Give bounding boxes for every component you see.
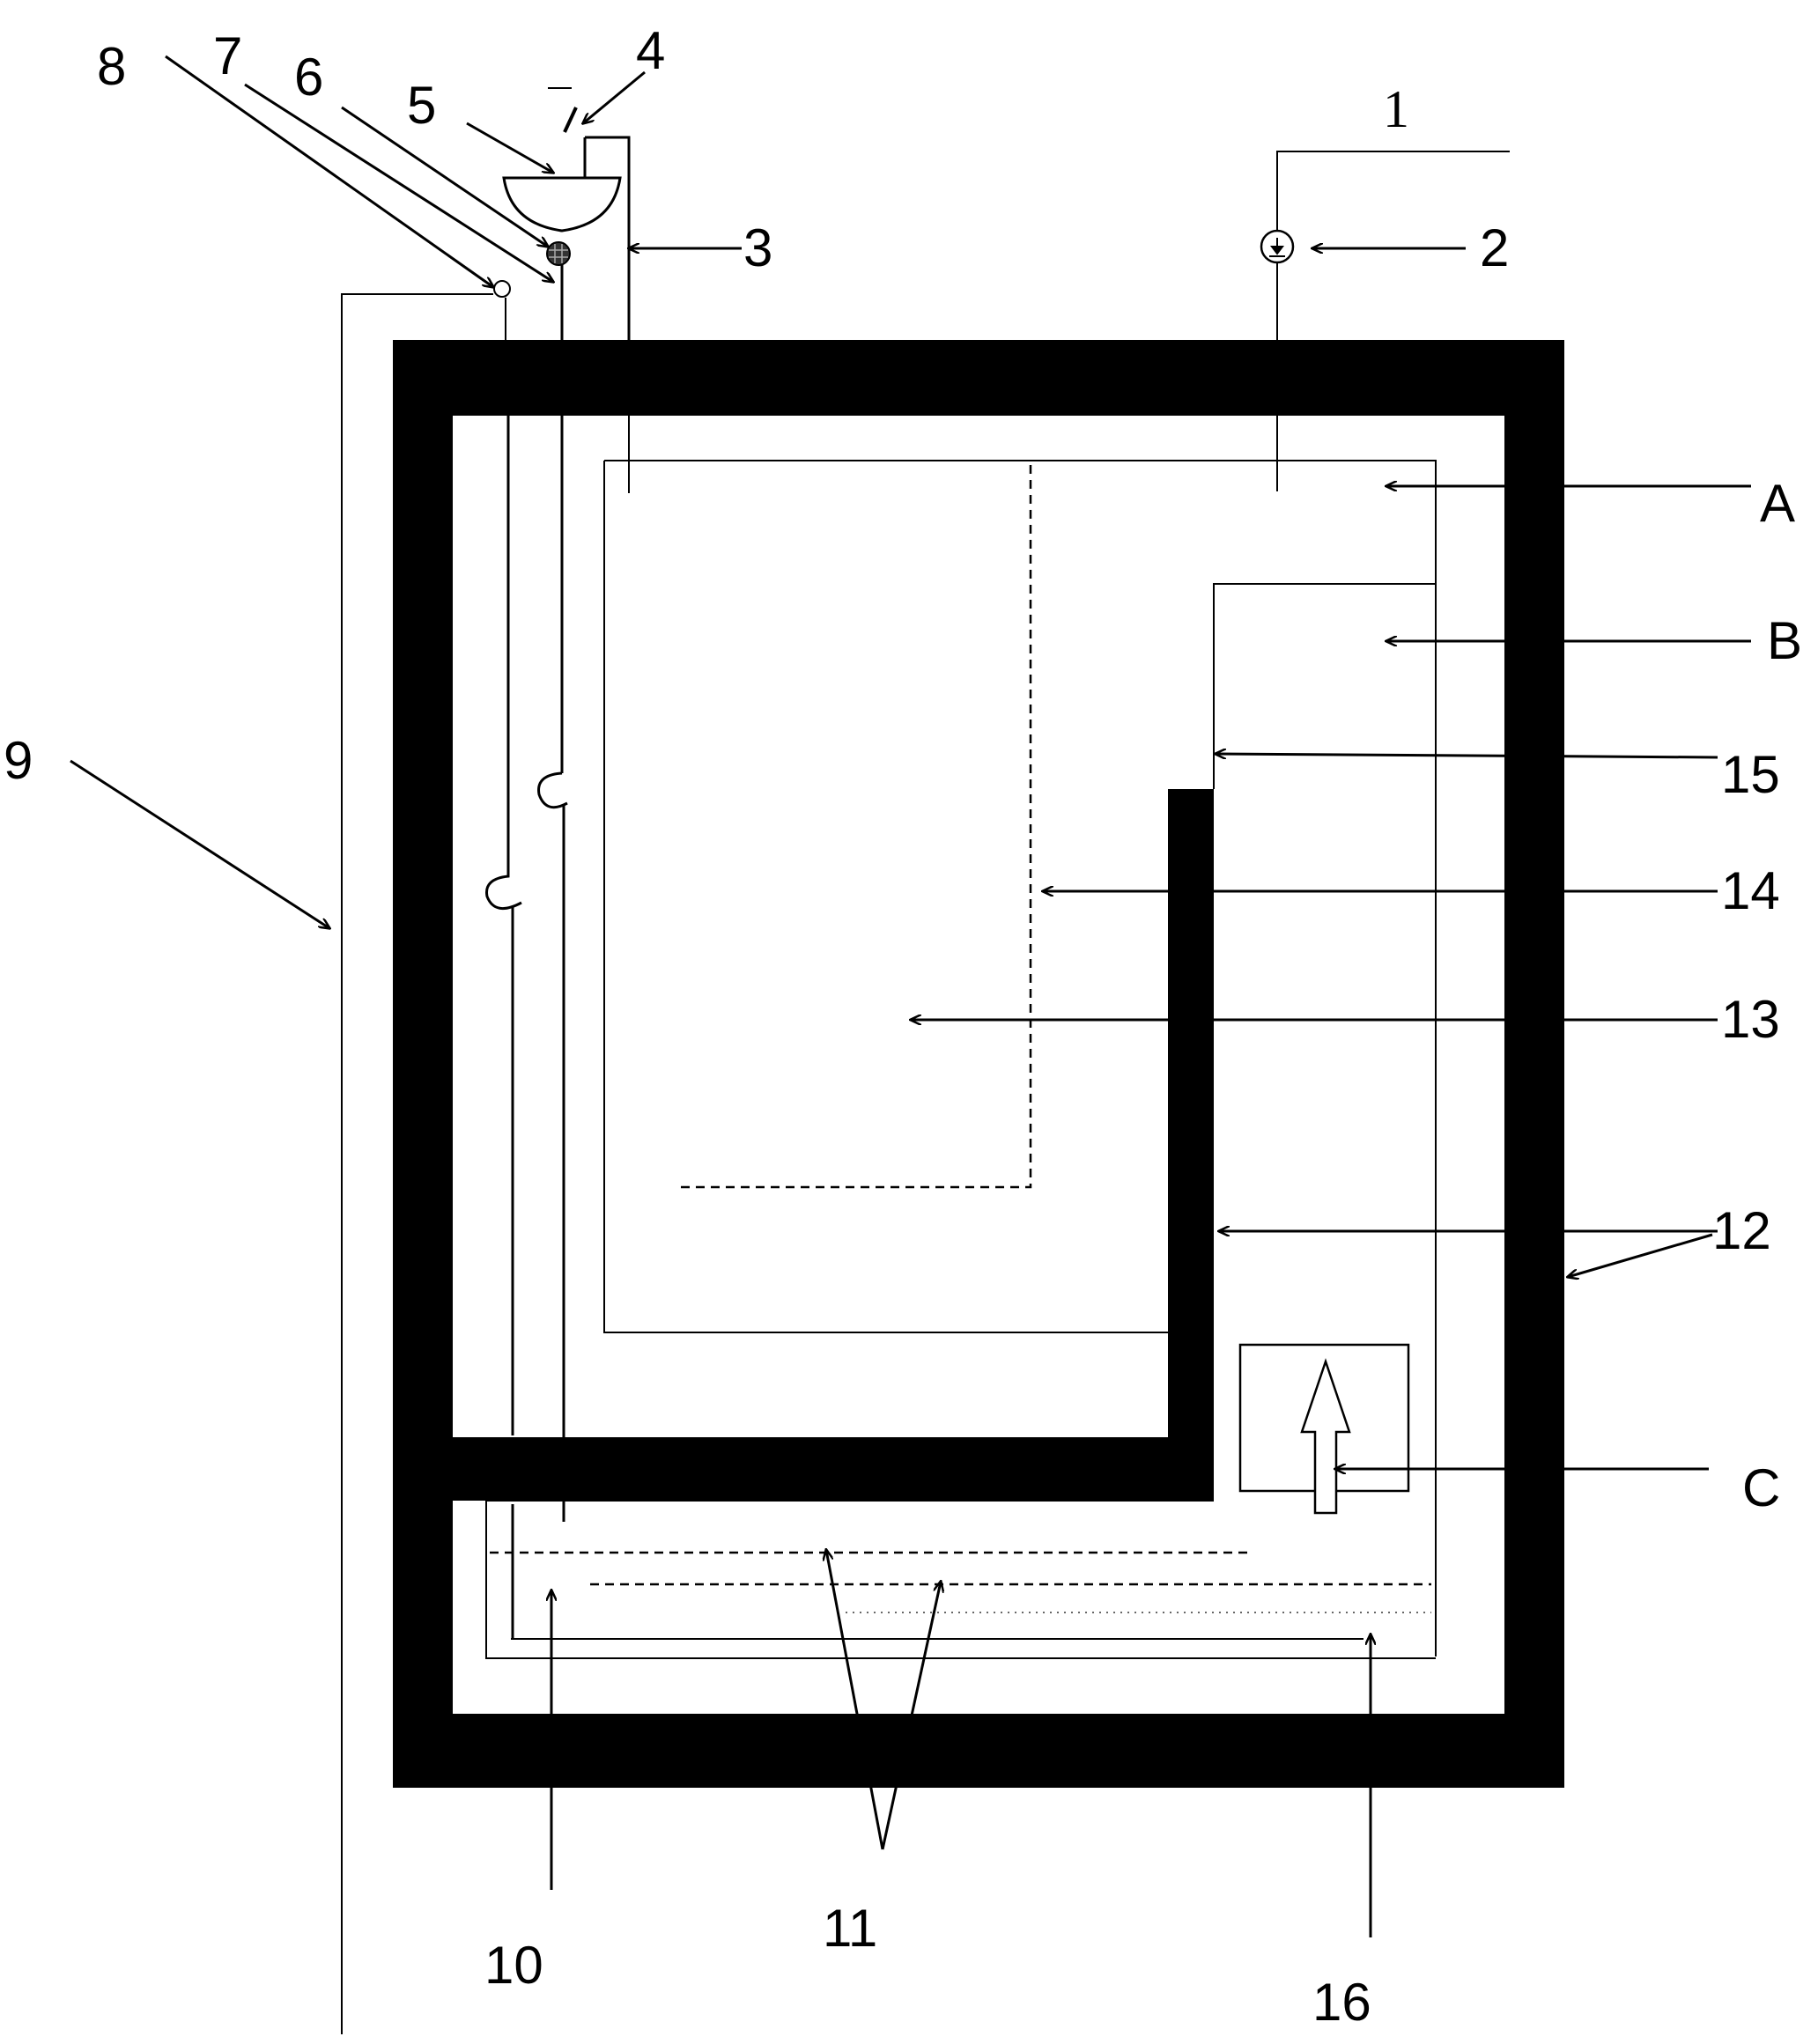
leader-4 xyxy=(583,70,646,123)
indicator-8 xyxy=(493,280,511,298)
label-9: 9 xyxy=(4,731,33,790)
label-8: 8 xyxy=(97,37,126,96)
leader-12b xyxy=(1568,1233,1713,1277)
leader-7 xyxy=(244,83,553,282)
label-A: A xyxy=(1760,474,1795,533)
label-13: 13 xyxy=(1721,990,1780,1049)
valve-4 xyxy=(563,107,578,133)
leader-11a xyxy=(826,1550,884,1850)
label-2: 2 xyxy=(1480,218,1509,277)
leader-11b xyxy=(881,1582,941,1850)
label-C: C xyxy=(1742,1458,1780,1517)
filter-6-mesh xyxy=(549,244,568,263)
pipe-3 xyxy=(583,136,631,340)
line-1 xyxy=(1276,151,1510,231)
label-5: 5 xyxy=(407,76,436,135)
label-11: 11 xyxy=(823,1899,877,1958)
trap-7 xyxy=(537,771,568,1522)
funnel-5 xyxy=(502,176,622,232)
line-9 xyxy=(341,293,493,2034)
leader-9 xyxy=(70,759,329,928)
label-12: 12 xyxy=(1712,1201,1771,1260)
leader-6 xyxy=(341,106,548,247)
pipe-8 xyxy=(485,416,522,1435)
compartment-a-outline xyxy=(604,460,1437,581)
leader-5 xyxy=(466,122,553,173)
label-B: B xyxy=(1767,611,1802,670)
dashed-line-14 xyxy=(678,465,1032,1189)
label-10: 10 xyxy=(484,1936,543,1995)
label-3: 3 xyxy=(743,218,772,277)
leader-15 xyxy=(1216,754,1718,757)
up-arrow-c xyxy=(1300,1358,1351,1515)
outer-housing-wall xyxy=(393,340,1564,1788)
label-6: 6 xyxy=(294,48,323,107)
leader-8 xyxy=(165,55,493,287)
label-7: 7 xyxy=(213,26,242,85)
label-1: 1 xyxy=(1383,80,1409,138)
partition-15-line xyxy=(1213,583,1436,789)
device-2-symbol xyxy=(1269,238,1285,257)
label-4: 4 xyxy=(636,21,665,80)
filter-6 xyxy=(546,241,571,266)
bottom-compartment-outline xyxy=(485,1500,1436,1659)
compartment-13-outline xyxy=(603,461,1168,1333)
label-14: 14 xyxy=(1721,861,1780,920)
label-15: 15 xyxy=(1721,745,1780,804)
label-16: 16 xyxy=(1312,1973,1371,2032)
